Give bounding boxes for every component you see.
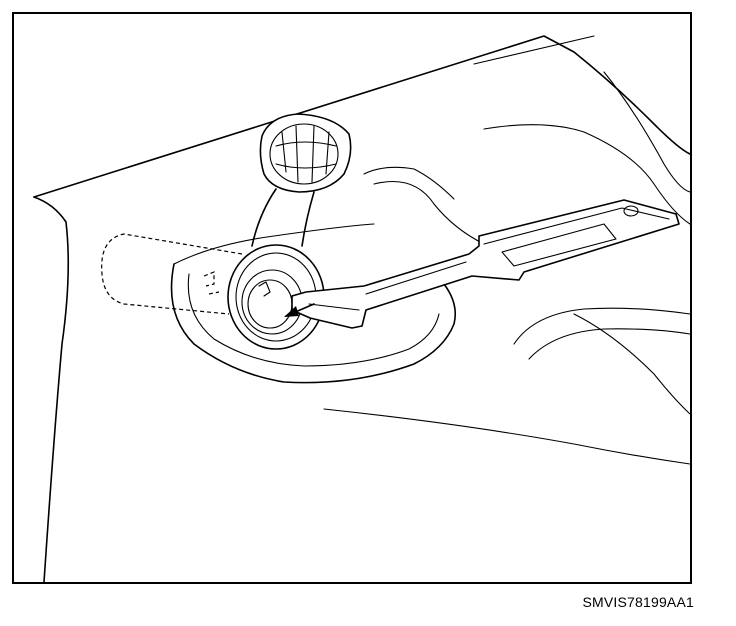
removed-cap [259, 113, 352, 193]
hidden-outline-dashed [101, 233, 243, 315]
socket-grommet [227, 244, 325, 350]
technical-illustration [33, 35, 690, 582]
cap-tether [251, 188, 315, 247]
trim-panel [33, 35, 690, 582]
insertion-arrow [284, 303, 315, 317]
figure-caption: SMVIS78199AA1 [582, 594, 694, 610]
removal-tool [291, 199, 680, 329]
illustration-frame [12, 12, 692, 584]
